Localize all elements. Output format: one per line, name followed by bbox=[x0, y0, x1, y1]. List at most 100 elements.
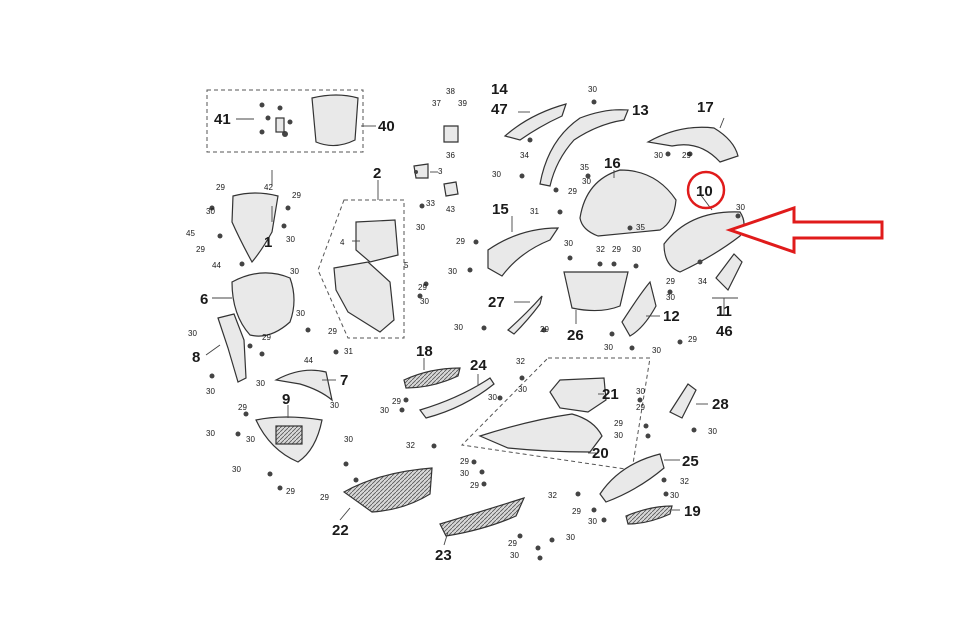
label-37: 37 bbox=[432, 99, 441, 108]
label-30-y: 30 bbox=[604, 343, 613, 352]
label-29-d: 29 bbox=[328, 327, 337, 336]
label-29-a: 29 bbox=[216, 183, 225, 192]
label-32-c: 32 bbox=[406, 441, 415, 450]
part-10-rear-side-panel bbox=[663, 211, 745, 273]
label-28: 28 bbox=[712, 396, 729, 413]
label-30-e: 30 bbox=[296, 309, 305, 318]
label-25: 25 bbox=[682, 453, 699, 470]
part-5-inner-frame bbox=[333, 261, 395, 333]
label-2: 2 bbox=[373, 165, 381, 182]
label-30-w: 30 bbox=[666, 293, 675, 302]
label-30-m: 30 bbox=[416, 223, 425, 232]
label-29-s: 29 bbox=[614, 419, 623, 428]
label-32-a: 32 bbox=[596, 245, 605, 254]
part-15-body-panel bbox=[487, 227, 560, 277]
label-31-b: 31 bbox=[530, 207, 539, 216]
label-29-e: 29 bbox=[262, 333, 271, 342]
label-14: 14 bbox=[491, 81, 508, 98]
label-30-ac: 30 bbox=[380, 406, 389, 415]
label-30-ak: 30 bbox=[510, 551, 519, 560]
label-30-ab: 30 bbox=[488, 393, 497, 402]
highlight-circle-part-10 bbox=[686, 170, 726, 210]
part-6-front-shield bbox=[231, 272, 295, 337]
label-30-r: 30 bbox=[564, 239, 573, 248]
label-30-g: 30 bbox=[206, 387, 215, 396]
label-35-a: 35 bbox=[580, 163, 589, 172]
label-30-f: 30 bbox=[256, 379, 265, 388]
label-30-c: 30 bbox=[290, 267, 299, 276]
part-14-top-cover bbox=[503, 103, 567, 141]
label-10: 10 bbox=[696, 183, 713, 200]
label-30-h: 30 bbox=[330, 401, 339, 410]
label-30-i: 30 bbox=[206, 429, 215, 438]
label-29-l: 29 bbox=[456, 237, 465, 246]
label-29-r: 29 bbox=[636, 403, 645, 412]
label-17: 17 bbox=[697, 99, 714, 116]
label-30-u: 30 bbox=[654, 151, 663, 160]
part-27-trim-strip bbox=[507, 295, 543, 335]
label-30-x: 30 bbox=[454, 323, 463, 332]
label-30-o: 30 bbox=[492, 170, 501, 179]
label-30-af: 30 bbox=[708, 427, 717, 436]
part-11-trim-piece bbox=[715, 253, 743, 292]
fasteners bbox=[209, 99, 741, 561]
label-15: 15 bbox=[492, 201, 509, 218]
label-29-k: 29 bbox=[612, 245, 621, 254]
part-24-floor-strip bbox=[419, 377, 495, 419]
label-33: 33 bbox=[426, 199, 435, 208]
label-34-b: 34 bbox=[698, 277, 707, 286]
label-30-aj: 30 bbox=[566, 533, 575, 542]
part-17-rear-fender bbox=[646, 126, 739, 163]
label-32-d: 32 bbox=[548, 491, 557, 500]
part-7-lower-trim bbox=[274, 369, 333, 402]
label-30-ad: 30 bbox=[636, 387, 645, 396]
label-34-a: 34 bbox=[520, 151, 529, 160]
label-29-b: 29 bbox=[196, 245, 205, 254]
label-32-e: 32 bbox=[680, 477, 689, 486]
label-41: 41 bbox=[214, 111, 231, 128]
label-26: 26 bbox=[567, 327, 584, 344]
label-4: 4 bbox=[340, 238, 345, 247]
label-29-j: 29 bbox=[568, 187, 577, 196]
group-box-20-21 bbox=[460, 357, 651, 471]
part-8-side-trim bbox=[217, 313, 247, 383]
label-30-q: 30 bbox=[588, 85, 597, 94]
part-26-center-panel bbox=[563, 271, 629, 312]
label-30-n: 30 bbox=[420, 297, 429, 306]
label-38: 38 bbox=[446, 87, 455, 96]
label-9: 9 bbox=[282, 391, 290, 408]
label-16: 16 bbox=[604, 155, 621, 172]
part-9-grille bbox=[275, 425, 303, 445]
label-29-v: 29 bbox=[572, 507, 581, 516]
part-23-lower-cover bbox=[439, 497, 526, 537]
part-21-floorboard bbox=[549, 377, 607, 413]
label-36: 36 bbox=[446, 151, 455, 160]
label-12: 12 bbox=[663, 308, 680, 325]
label-20: 20 bbox=[592, 445, 609, 462]
group-box-2 bbox=[317, 199, 405, 339]
label-29-g: 29 bbox=[286, 487, 295, 496]
label-35-b: 35 bbox=[636, 223, 645, 232]
part-18-floor-mat bbox=[403, 367, 461, 389]
label-6: 6 bbox=[200, 291, 208, 308]
label-30-ah: 30 bbox=[588, 517, 597, 526]
label-42: 42 bbox=[264, 183, 273, 192]
label-7: 7 bbox=[340, 372, 348, 389]
label-40: 40 bbox=[378, 118, 395, 135]
group-box-41-40 bbox=[206, 89, 364, 153]
fastener-number-labels: 42 29 30 45 29 44 29 30 30 30 30 29 29 3… bbox=[186, 85, 745, 560]
label-19: 19 bbox=[684, 503, 701, 520]
label-30-k: 30 bbox=[232, 465, 241, 474]
label-29-o: 29 bbox=[540, 325, 549, 334]
label-29-w: 29 bbox=[508, 539, 517, 548]
label-39: 39 bbox=[458, 99, 467, 108]
label-29-f: 29 bbox=[238, 403, 247, 412]
part-3-bracket bbox=[413, 163, 429, 179]
part-40-windshield bbox=[311, 94, 359, 147]
label-30-t: 30 bbox=[448, 267, 457, 276]
label-30-ai: 30 bbox=[670, 491, 679, 500]
label-29-m: 29 bbox=[682, 151, 691, 160]
label-13: 13 bbox=[632, 102, 649, 119]
label-23: 23 bbox=[435, 547, 452, 564]
label-29-q: 29 bbox=[392, 397, 401, 406]
